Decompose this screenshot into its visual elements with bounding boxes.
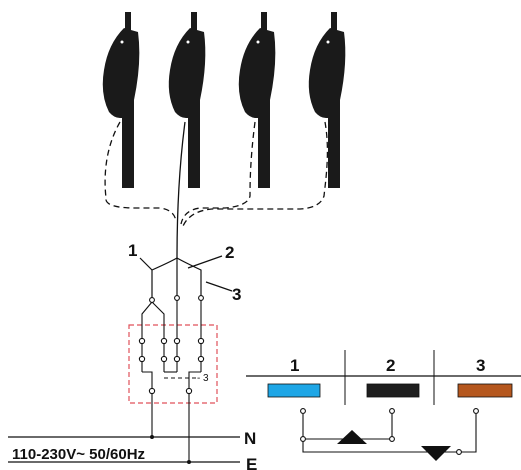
motors-group xyxy=(102,12,346,188)
wire-swatch-brown xyxy=(457,383,513,398)
earth-terminal-label: E xyxy=(246,455,257,470)
switch-wiring xyxy=(141,298,202,460)
branch-wires xyxy=(139,255,233,298)
switch-contacts xyxy=(138,295,205,395)
legend-number-3: 3 xyxy=(476,356,485,375)
neutral-junction xyxy=(150,435,154,439)
switch-tag: - xyxy=(197,373,200,384)
tubular-motor-icon-2 xyxy=(168,12,206,188)
up-arrow-icon xyxy=(337,430,367,444)
legend: 1 2 3 xyxy=(246,350,521,461)
earth-junction xyxy=(187,460,191,464)
tubular-motor-icon-4 xyxy=(308,12,346,188)
callout-2: 2 xyxy=(225,243,234,262)
cable-motor-4 xyxy=(182,121,329,227)
switch-tag-number: 3 xyxy=(203,373,209,384)
motor-cables xyxy=(104,121,329,259)
cable-motor-2 xyxy=(176,121,186,259)
tubular-motor-icon-3 xyxy=(238,12,276,188)
callout-3: 3 xyxy=(232,285,241,304)
supply-label: 110-230V~ 50/60Hz xyxy=(12,446,145,463)
tubular-motor-icon-1 xyxy=(102,12,140,188)
wire-swatch-black xyxy=(366,383,420,398)
legend-number-2: 2 xyxy=(386,356,395,375)
wire-swatch-blue xyxy=(267,383,321,398)
supply-lines xyxy=(8,436,240,463)
cable-motor-1 xyxy=(104,121,121,200)
down-arrow-icon xyxy=(421,446,451,461)
cable-motor-3 xyxy=(180,121,256,225)
cable-motor-1-run xyxy=(105,199,177,223)
switch-enclosure xyxy=(128,324,218,404)
legend-number-1: 1 xyxy=(290,356,299,375)
neutral-terminal-label: N xyxy=(244,429,256,448)
callout-1: 1 xyxy=(128,241,137,260)
